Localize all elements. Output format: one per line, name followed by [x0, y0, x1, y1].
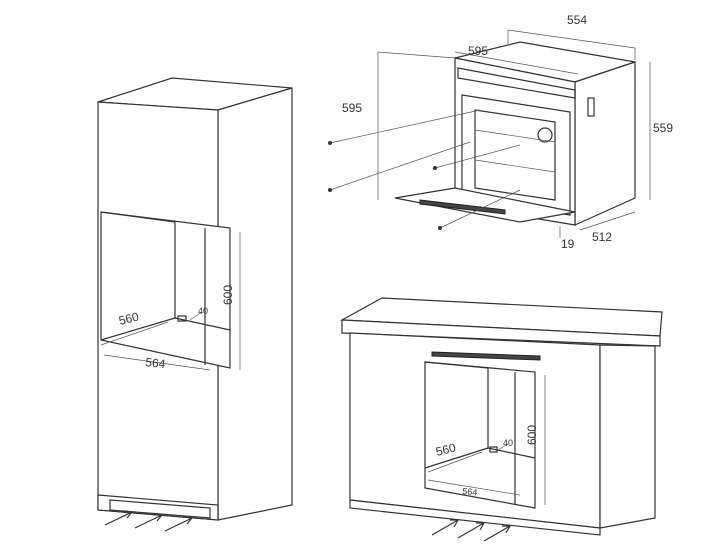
oven-body-depth-label: 512 — [592, 230, 612, 244]
base-cabinet: 560 40 600 564 — [339, 297, 663, 542]
base-cabinet-niche — [424, 361, 536, 509]
tall-niche-depth-label: 560 — [117, 309, 140, 328]
oven-door-offset-label: 19 — [561, 237, 575, 251]
oven-cavity — [461, 94, 571, 216]
tall-niche-height-label: 600 — [221, 285, 235, 305]
oven-door — [394, 187, 576, 223]
oven-unit: 554 595 595 559 19 512 — [328, 13, 673, 251]
base-niche-height-label: 600 — [525, 425, 539, 445]
tall-cabinet: 560 40 600 564 — [97, 77, 293, 532]
airflow-arrows-icon — [431, 519, 512, 542]
oven-height-label: 595 — [342, 101, 362, 115]
tall-cabinet-niche — [100, 211, 231, 369]
oven-control-panel — [457, 67, 576, 99]
tall-niche-width-label: 564 — [145, 355, 167, 371]
base-niche-depth-label: 560 — [434, 440, 457, 459]
oven-depth-label: 559 — [653, 121, 673, 135]
oven-fan-icon — [537, 127, 553, 143]
base-niche-width-label: 564 — [462, 486, 478, 498]
oven-side — [574, 61, 636, 226]
base-cabinet-handle — [431, 351, 541, 361]
base-vent-gap-label: 40 — [503, 438, 513, 448]
airflow-arrows-icon — [104, 510, 194, 532]
oven-top-width-label: 554 — [567, 13, 587, 27]
base-cabinet-plinth — [349, 499, 601, 536]
base-cabinet-side — [599, 344, 656, 529]
tall-vent-gap-label: 40 — [198, 306, 208, 316]
tall-cabinet-vent — [109, 499, 211, 519]
oven-front-width-label: 595 — [468, 44, 488, 58]
oven-door-handle — [419, 199, 506, 215]
base-cabinet-worktop-edge — [341, 319, 661, 347]
